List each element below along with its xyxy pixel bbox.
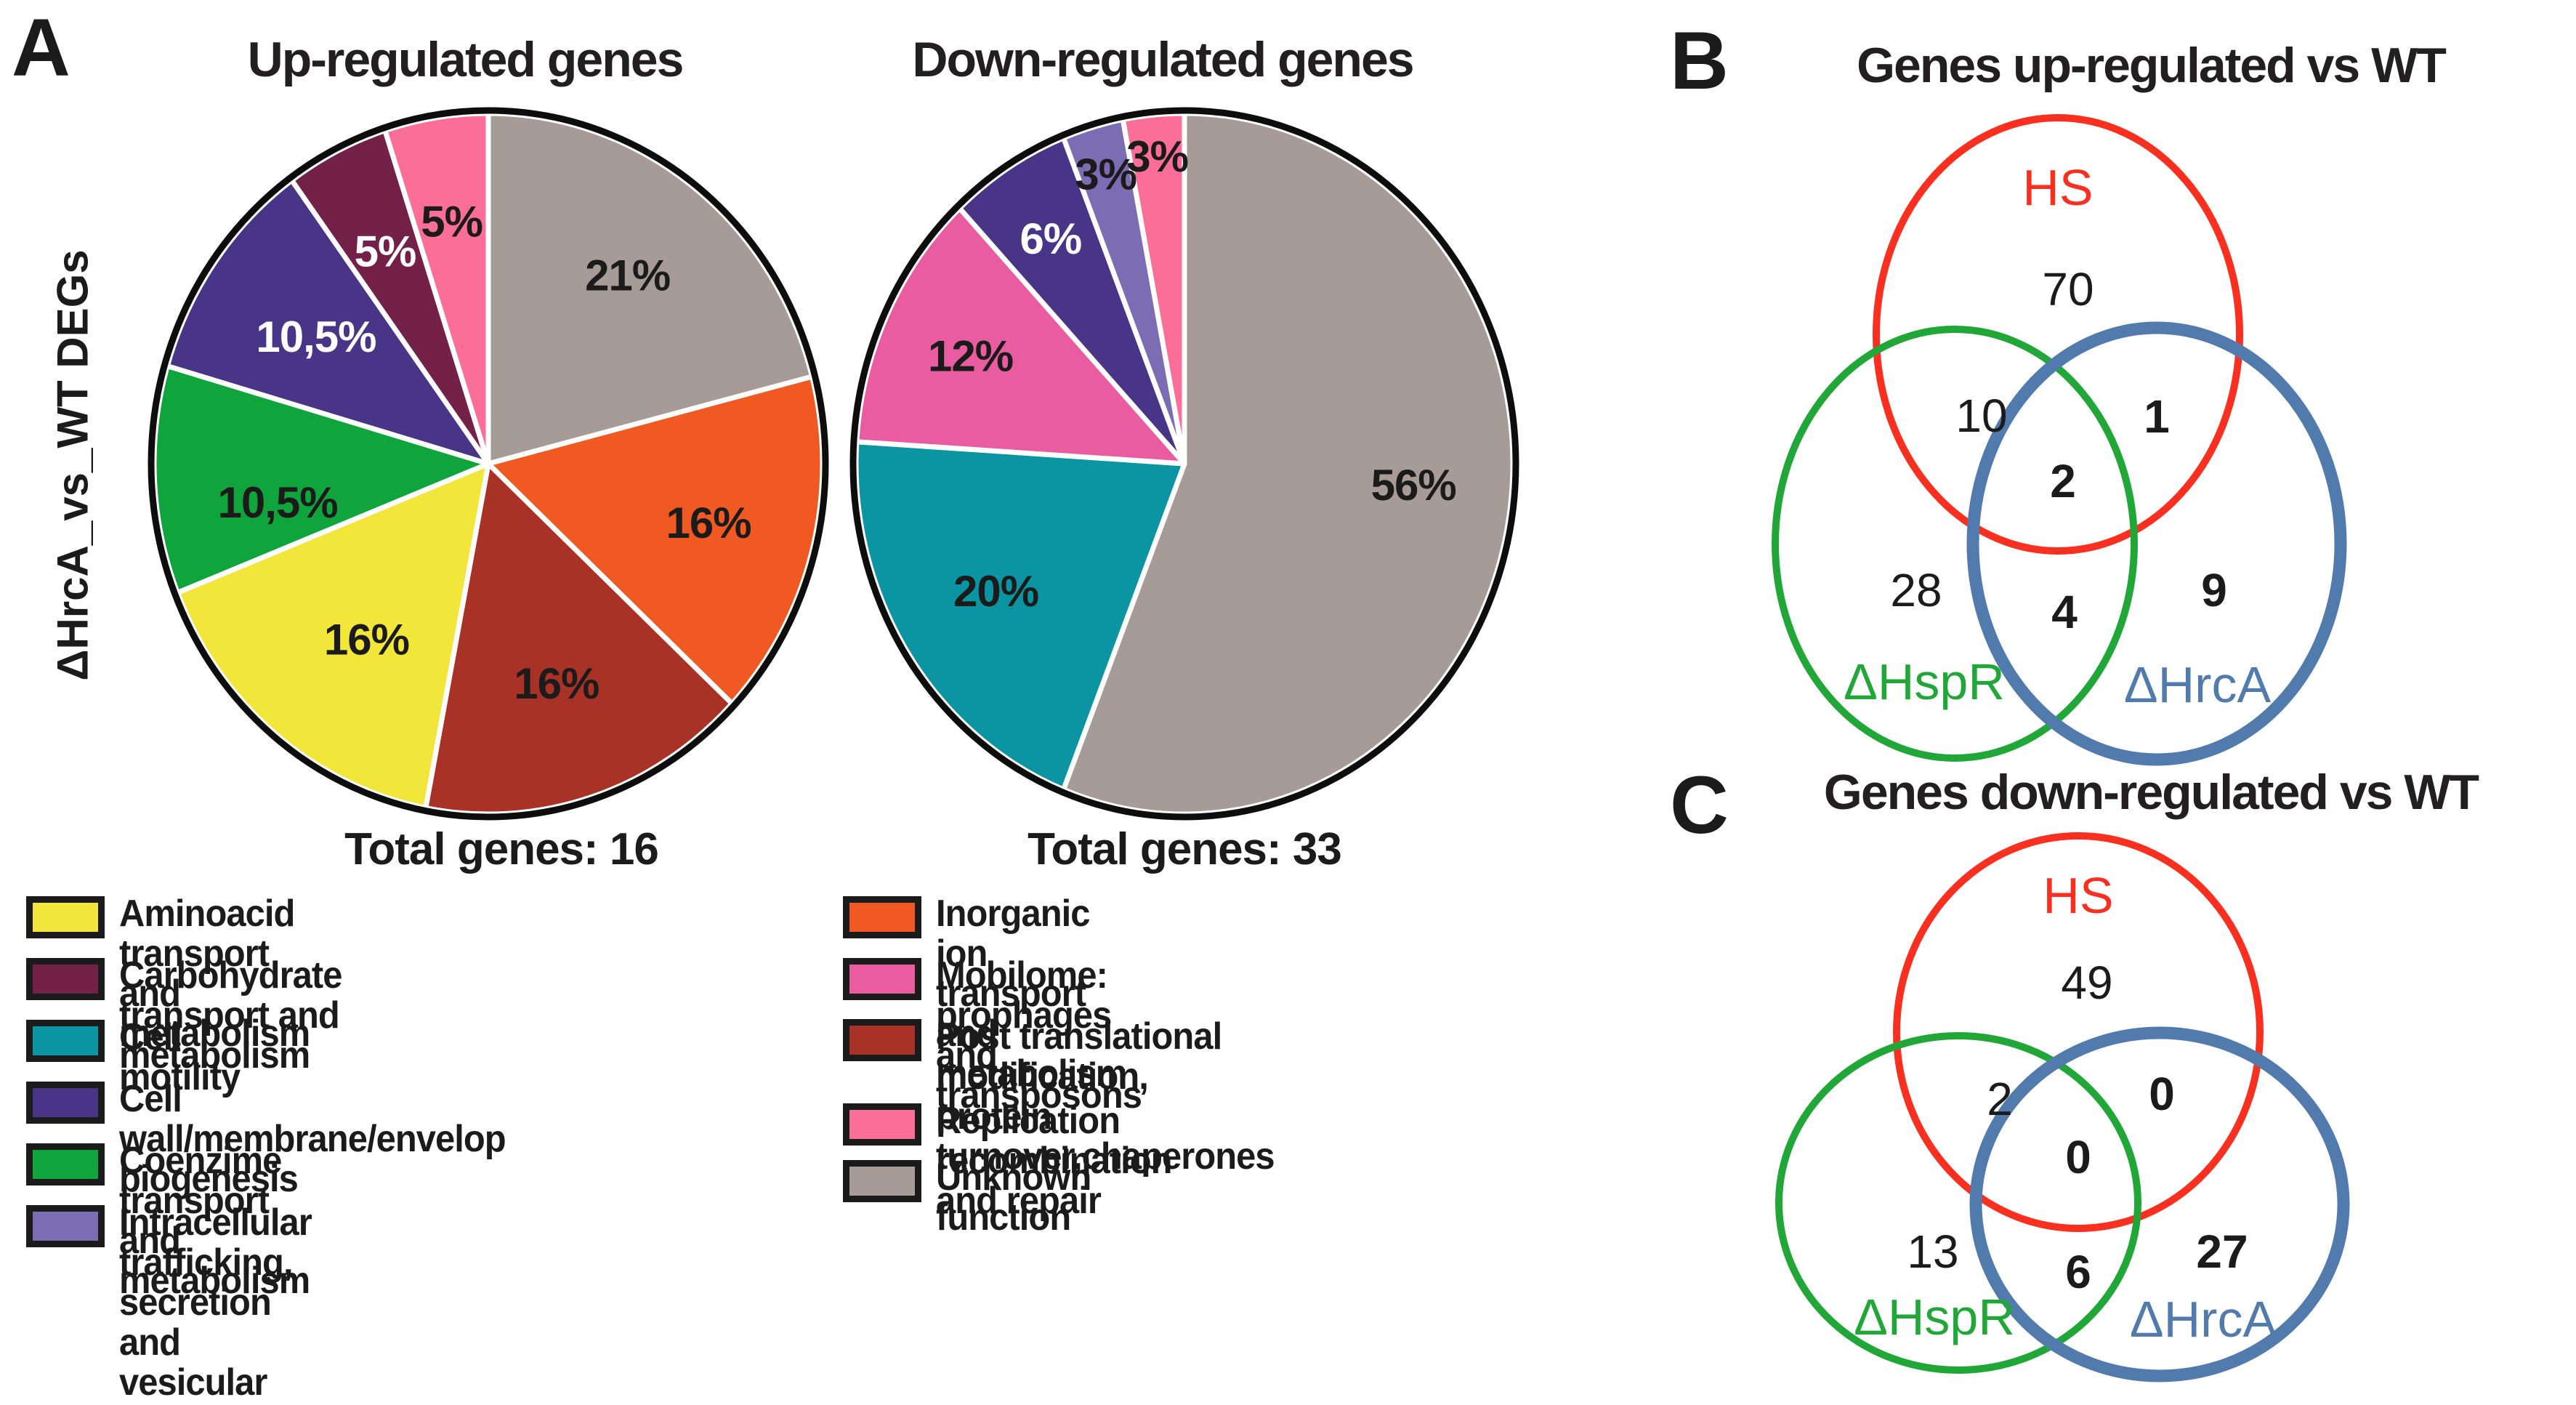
- venn-down-title: Genes down-regulated vs WT: [1823, 765, 2479, 820]
- venn_up-count-hs_hrca: 1: [2144, 390, 2170, 443]
- venn_up-circle-hspr: [1772, 326, 2138, 762]
- venn_down-set-label-hspr: ΔHspR: [1854, 1289, 2015, 1345]
- pie-label-replication-recombination-and-repair: 3%: [1126, 132, 1188, 181]
- legend-label: Carbohydrate transport and metabolism: [119, 954, 342, 1076]
- panel-a-letter: A: [12, 2, 70, 93]
- venn_up-count-hrca_only: 9: [2201, 564, 2227, 616]
- venn_up-count-hspr_only: 28: [1890, 564, 1942, 616]
- legend-swatch-post-translational: [843, 1019, 921, 1061]
- pie-label-carbohydrate-transport-and-metabolism: 5%: [355, 228, 416, 276]
- venn_down-count-hs_hrca: 0: [2149, 1068, 2175, 1120]
- pie-down-title: Down-regulated genes: [912, 32, 1414, 87]
- pie-label-cell-wall-membrane-envelop-biogenesis: 6%: [1020, 214, 1082, 263]
- legend-swatch-aminoacid: [26, 896, 105, 938]
- venn_up-count-hs_only: 70: [2042, 263, 2093, 315]
- panel-b-letter: B: [1670, 15, 1729, 106]
- venn_up-count-hspr_hrca: 4: [2051, 586, 2078, 638]
- venn_up-count-all: 2: [2050, 455, 2076, 507]
- venn-up-title: Genes up-regulated vs WT: [1857, 38, 2447, 93]
- venn_down-circle-hs: [1893, 832, 2264, 1232]
- venn_down-set-label-hs: HS: [2043, 867, 2113, 924]
- pie-label-unknown-function: 56%: [1371, 461, 1456, 510]
- venn_down-count-all: 0: [2065, 1131, 2091, 1183]
- legend-label: Replication recombination and repair: [936, 1100, 1172, 1222]
- pie-label-replication-recombination-and-repair: 5%: [421, 197, 483, 246]
- venn_up-set-label-hrca: ΔHrcA: [2124, 656, 2272, 713]
- legend-label: Cell motility: [119, 1016, 241, 1098]
- panel-c-letter: C: [1670, 760, 1729, 850]
- venn_up-count-hs_hspr: 10: [1955, 390, 2007, 442]
- legend-swatch-inorganic-ion: [843, 896, 921, 938]
- venn_down-set-label-hrca: ΔHrcA: [2130, 1291, 2277, 1348]
- legend-label: Mobilome: prophages and transposons: [936, 954, 1142, 1116]
- venn_down-count-hspr_hrca: 6: [2065, 1246, 2091, 1298]
- venn_up-set-label-hspr: ΔHspR: [1844, 653, 2005, 710]
- pie_down-outline: [849, 107, 1519, 821]
- pie-up-total: Total genes: 16: [344, 824, 659, 874]
- pie-label-unknown-function: 21%: [585, 251, 670, 300]
- legend-label: Post translational modification, protein…: [936, 1015, 1275, 1177]
- legend-swatch-cell-motility: [26, 1020, 105, 1062]
- legend-label: Coenzime transport and metabolism: [119, 1140, 310, 1302]
- venn_up-circle-hrca: [1966, 321, 2347, 766]
- venn_down-circle-hspr: [1775, 1032, 2141, 1374]
- pie-label-post-translational-modification-protein-turnover-chaperones: 16%: [514, 659, 599, 708]
- venn_down-circle-hrca: [1969, 1026, 2350, 1382]
- legend-label: Cell wall/membrane/envelop biogenesis: [119, 1078, 506, 1200]
- venn_down-count-hspr_only: 13: [1907, 1225, 1958, 1278]
- pie-label-cell-wall-membrane-envelop-biogenesis: 10,5%: [256, 313, 376, 361]
- legend-label: Unknown function: [936, 1156, 1091, 1239]
- legend-swatch-mobilome: [843, 958, 921, 1000]
- venn_down-count-hs_hspr: 2: [1987, 1073, 2013, 1125]
- legend-swatch-coenzime: [26, 1143, 105, 1185]
- pie-label-intracellular-trafficking-secretion-and-vesicular-transport: 3%: [1075, 150, 1136, 198]
- pie-label-cell-motility: 20%: [953, 567, 1038, 616]
- pie-down-total: Total genes: 33: [1027, 824, 1342, 874]
- venn_up-set-label-hs: HS: [2022, 159, 2093, 216]
- legend-label: Aminoacid transport and metabolism: [119, 893, 310, 1055]
- venn_down-count-hs_only: 49: [2061, 957, 2112, 1009]
- venn_up-circle-hs: [1873, 114, 2243, 555]
- pie-up-title: Up-regulated genes: [247, 32, 685, 87]
- pie-label-aminoacid-transport-and-metabolism: 16%: [324, 615, 409, 664]
- legend-swatch-carbohydrate: [26, 958, 105, 1000]
- pie-label-mobilome-prophages-and-transposons: 12%: [928, 332, 1013, 381]
- pie-label-coenzime-transport-and-metabolism: 10,5%: [218, 478, 338, 527]
- legend-label: Intracellular trafficking, secretion and…: [119, 1201, 312, 1405]
- pie_up-outline: [148, 107, 829, 821]
- legend-label: Inorganic ion transport and metabolism: [936, 893, 1127, 1095]
- legend-swatch-replication: [843, 1103, 921, 1146]
- legend-swatch-cell-wall: [26, 1082, 105, 1124]
- pie-label-inorganic-ion-transport-and-metabolism: 16%: [666, 499, 751, 547]
- venn_down-count-hrca_only: 27: [2196, 1225, 2248, 1278]
- legend-swatch-unknown: [843, 1160, 921, 1202]
- legend-swatch-intracellular: [26, 1205, 105, 1247]
